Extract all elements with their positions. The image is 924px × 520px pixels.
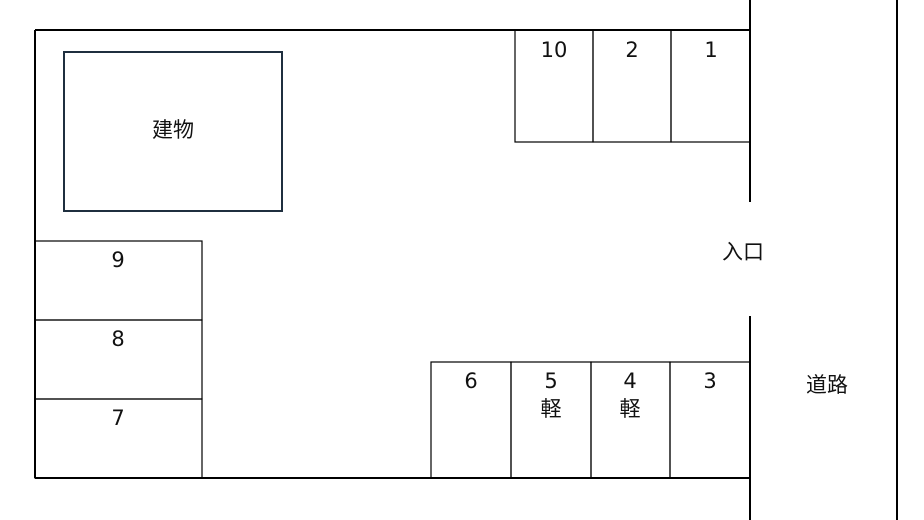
space-type-5: 軽	[540, 397, 562, 421]
parking-space-1	[670, 29, 751, 143]
space-number-3: 3	[703, 369, 717, 393]
space-number-7: 7	[111, 406, 125, 430]
space-number-6: 6	[464, 369, 478, 393]
space-number-10: 10	[540, 38, 568, 62]
building-label: 建物	[152, 118, 194, 142]
road-label: 道路	[806, 373, 848, 397]
parking-space-7	[34, 398, 203, 479]
space-number-2: 2	[625, 38, 639, 62]
space-number-5: 5	[544, 369, 558, 393]
entrance-label: 入口	[722, 240, 764, 264]
parking-space-3	[669, 361, 751, 479]
building-outline	[63, 51, 283, 212]
space-number-9: 9	[111, 248, 125, 272]
space-number-1: 1	[704, 38, 718, 62]
space-number-8: 8	[111, 327, 125, 351]
space-number-4: 4	[623, 369, 637, 393]
space-type-4: 軽	[619, 397, 641, 421]
